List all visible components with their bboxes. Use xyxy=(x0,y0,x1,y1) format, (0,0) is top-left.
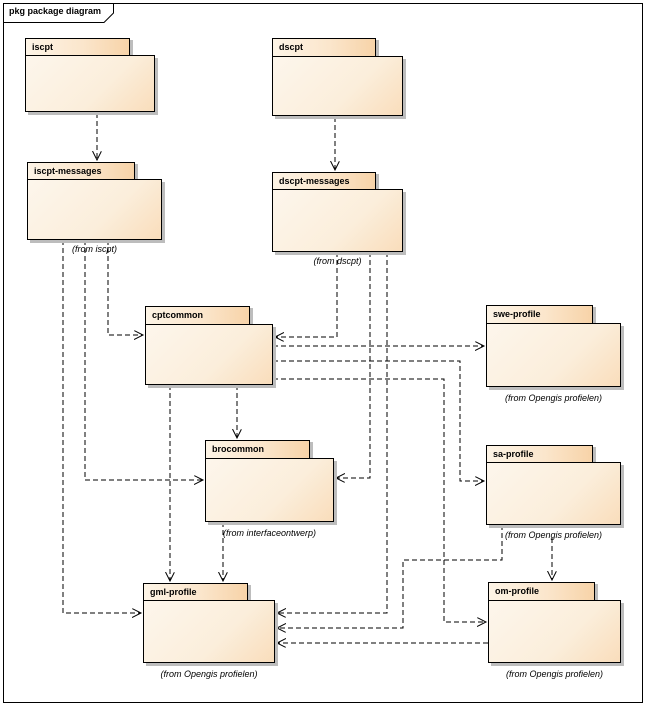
package-from-label: (from Opengis profielen) xyxy=(504,530,603,540)
package-body xyxy=(486,323,621,387)
package-tab: gml-profile xyxy=(143,583,248,601)
dependency-arrow-iscpt-messages-to-gml-profile[interactable] xyxy=(62,240,141,613)
package-body xyxy=(145,324,273,385)
package-body xyxy=(143,600,275,663)
package-tab: sa-profile xyxy=(486,445,593,463)
package-label: om-profile xyxy=(495,586,539,596)
dependency-arrow-sa-profile-to-gml-profile[interactable] xyxy=(277,525,503,628)
package-body xyxy=(488,600,621,663)
package-tab: iscpt xyxy=(25,38,130,56)
package-tab: iscpt-messages xyxy=(27,162,135,180)
dependency-arrow-iscpt-messages-to-cptcommon[interactable] xyxy=(107,240,143,335)
package-tab: cptcommon xyxy=(145,306,250,325)
package-label: cptcommon xyxy=(152,310,204,320)
dependency-arrow-dscpt-messages-to-brocommon[interactable] xyxy=(336,252,371,478)
package-label: iscpt xyxy=(32,42,54,52)
package-body xyxy=(272,189,403,252)
frame-label: pkg package diagram xyxy=(9,6,102,16)
package-label: sa-profile xyxy=(493,449,534,459)
package-from-label: (from dscpt) xyxy=(313,256,362,266)
package-from-label: (from Opengis profielen) xyxy=(160,669,258,679)
dependency-arrow-dscpt-messages-to-cptcommon[interactable] xyxy=(275,252,338,337)
package-tab: dscpt-messages xyxy=(272,172,376,190)
package-from-label: (from iscpt) xyxy=(72,244,117,254)
package-from-label: (from interfaceontwerp) xyxy=(222,528,317,538)
package-tab: brocommon xyxy=(205,440,310,459)
package-label: swe-profile xyxy=(493,309,541,319)
frame-border xyxy=(3,3,643,703)
package-label: iscpt-messages xyxy=(34,166,102,176)
dependency-arrow-iscpt-messages-to-brocommon[interactable] xyxy=(84,240,203,480)
package-label: brocommon xyxy=(212,444,265,454)
package-label: dscpt xyxy=(279,42,304,52)
package-body xyxy=(486,462,621,525)
package-tab: om-profile xyxy=(488,582,595,601)
package-body xyxy=(272,56,403,116)
package-body xyxy=(205,458,334,522)
dependency-arrow-cptcommon-to-om-profile[interactable] xyxy=(273,378,486,622)
package-tab: swe-profile xyxy=(486,305,593,324)
frame-tab xyxy=(3,3,114,23)
package-label: dscpt-messages xyxy=(279,176,350,186)
package-from-label: (from Opengis profielen) xyxy=(505,669,604,679)
package-label: gml-profile xyxy=(150,587,197,597)
package-from-label: (from Opengis profielen) xyxy=(504,393,603,403)
package-tab: dscpt xyxy=(272,38,376,57)
package-body xyxy=(27,179,162,240)
dependency-arrow-dscpt-messages-to-gml-profile[interactable] xyxy=(277,252,388,613)
package-body xyxy=(25,55,155,112)
